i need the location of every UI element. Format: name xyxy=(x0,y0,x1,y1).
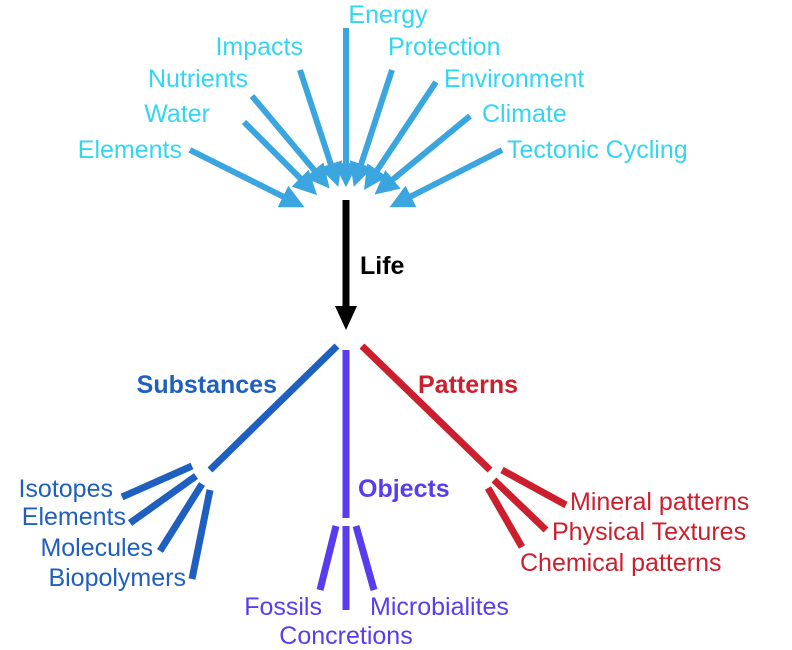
pattern-physical-textures: Physical Textures xyxy=(552,518,746,546)
substance-elements: Elements xyxy=(22,503,126,531)
objects-label: Objects xyxy=(358,475,450,503)
life-arrow-head xyxy=(335,306,357,330)
patterns-fork-1 xyxy=(500,466,568,509)
input-protection: Protection xyxy=(388,33,501,61)
substance-isotopes: Isotopes xyxy=(18,475,113,503)
objects-fork-left xyxy=(316,525,340,591)
objects-items: Fossils Microbialites Concretions xyxy=(244,593,509,650)
patterns-main-line xyxy=(359,343,493,473)
objects-branch xyxy=(316,350,378,610)
arrow-tectonic xyxy=(389,147,504,208)
substances-branch xyxy=(120,343,340,580)
input-labels: Energy Impacts Protection Nutrients Envi… xyxy=(78,1,688,164)
input-elements: Elements xyxy=(78,136,182,164)
arrow-water xyxy=(241,119,318,196)
substances-fork-1 xyxy=(120,462,194,501)
arrow-climate xyxy=(374,113,472,195)
input-arrows xyxy=(188,28,504,208)
pattern-mineral: Mineral patterns xyxy=(570,488,749,516)
substances-main-line xyxy=(207,343,340,473)
arrow-protection xyxy=(349,69,395,187)
input-environment: Environment xyxy=(444,65,584,93)
substances-items: Isotopes Elements Molecules Biopolymers xyxy=(18,475,186,592)
patterns-fork-3 xyxy=(484,486,526,549)
arrow-environment xyxy=(364,80,439,190)
substances-fork-2 xyxy=(127,473,199,526)
input-nutrients: Nutrients xyxy=(148,65,248,93)
patterns-branch xyxy=(359,343,568,549)
object-microbialites: Microbialites xyxy=(370,593,509,621)
substance-molecules: Molecules xyxy=(40,534,153,562)
object-fossils: Fossils xyxy=(244,593,322,621)
input-climate: Climate xyxy=(482,100,567,128)
input-impacts: Impacts xyxy=(215,33,303,61)
arrow-elements xyxy=(188,147,305,208)
pattern-chemical: Chemical patterns xyxy=(520,549,721,577)
life-label: Life xyxy=(360,252,405,280)
substances-fork-4 xyxy=(188,489,214,580)
patterns-fork-2 xyxy=(491,477,549,533)
patterns-items: Mineral patterns Physical Textures Chemi… xyxy=(520,488,749,577)
arrow-nutrients xyxy=(249,94,330,189)
object-concretions: Concretions xyxy=(279,622,412,650)
substance-biopolymers: Biopolymers xyxy=(48,564,186,592)
patterns-label: Patterns xyxy=(418,371,518,399)
life-arrow xyxy=(335,200,357,330)
input-tectonic-cycling: Tectonic Cycling xyxy=(507,136,688,164)
substances-label: Substances xyxy=(137,371,277,399)
objects-fork-right xyxy=(352,525,378,591)
arrow-impacts xyxy=(297,69,343,187)
input-energy: Energy xyxy=(348,1,428,29)
input-water: Water xyxy=(144,100,210,128)
substances-fork-3 xyxy=(157,482,205,553)
